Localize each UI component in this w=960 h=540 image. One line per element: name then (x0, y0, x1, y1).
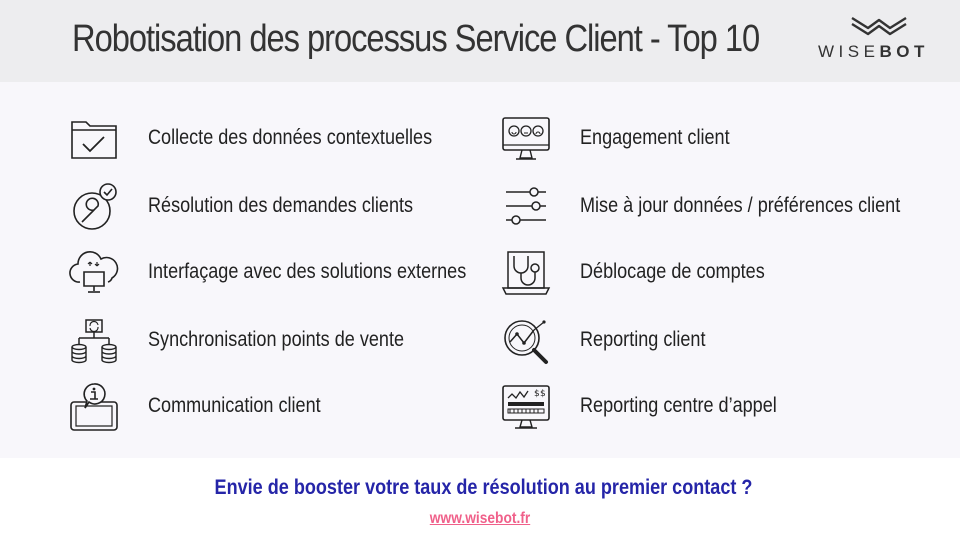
monitor-smileys-icon (500, 114, 552, 166)
item-label: Reporting client (580, 328, 706, 351)
item-label: Déblocage de comptes (580, 260, 765, 283)
process-item: Mise à jour données / préférences client (500, 182, 920, 234)
call-to-action: Envie de booster votre taux de résolutio… (214, 476, 753, 499)
info-tablet-icon (68, 382, 120, 434)
process-item: Communication client (68, 382, 488, 434)
process-item: Déblocage de comptes (500, 248, 920, 300)
item-label: Engagement client (580, 126, 730, 149)
processes-panel: Collecte des données contextuelles Résol… (0, 82, 960, 458)
page-title: Robotisation des processus Service Clien… (72, 18, 760, 60)
cloud-computer-icon (68, 248, 120, 300)
header: Robotisation des processus Service Clien… (0, 0, 960, 82)
database-sync-icon (68, 316, 120, 368)
folder-check-icon (68, 114, 120, 166)
item-label: Communication client (148, 394, 321, 417)
item-label: Collecte des données contextuelles (148, 126, 433, 149)
logo-text-light: WISE (818, 42, 880, 61)
item-label: Mise à jour données / préférences client (580, 194, 901, 217)
item-label: Synchronisation points de vente (148, 328, 405, 351)
process-item: Reporting client (500, 316, 920, 368)
process-item: Collecte des données contextuelles (68, 114, 488, 166)
item-label: Interfaçage avec des solutions externes (148, 260, 467, 283)
process-item: Résolution des demandes clients (68, 182, 488, 234)
process-item: Engagement client (500, 114, 920, 166)
svg-text:$: $ (540, 389, 546, 399)
monitor-chart-icon: $ $ (500, 382, 552, 434)
logo-mark-icon (848, 14, 910, 38)
process-item: Interfaçage avec des solutions externes (68, 248, 488, 300)
wrench-check-icon (68, 182, 120, 234)
process-item: $ $ Reporting centre d’appel (500, 382, 920, 434)
item-label: Résolution des demandes clients (148, 194, 414, 217)
sliders-icon (500, 182, 552, 234)
wisebot-logo[interactable]: WISEBOT (818, 14, 942, 66)
process-item: Synchronisation points de vente (68, 316, 488, 368)
item-label: Reporting centre d’appel (580, 394, 777, 417)
magnifier-chart-icon (500, 316, 552, 368)
logo-text: WISEBOT (818, 42, 942, 62)
svg-text:$: $ (534, 389, 540, 399)
laptop-stethoscope-icon (500, 248, 552, 300)
logo-text-bold: BOT (879, 42, 929, 61)
website-link[interactable]: www.wisebot.fr (429, 510, 531, 527)
